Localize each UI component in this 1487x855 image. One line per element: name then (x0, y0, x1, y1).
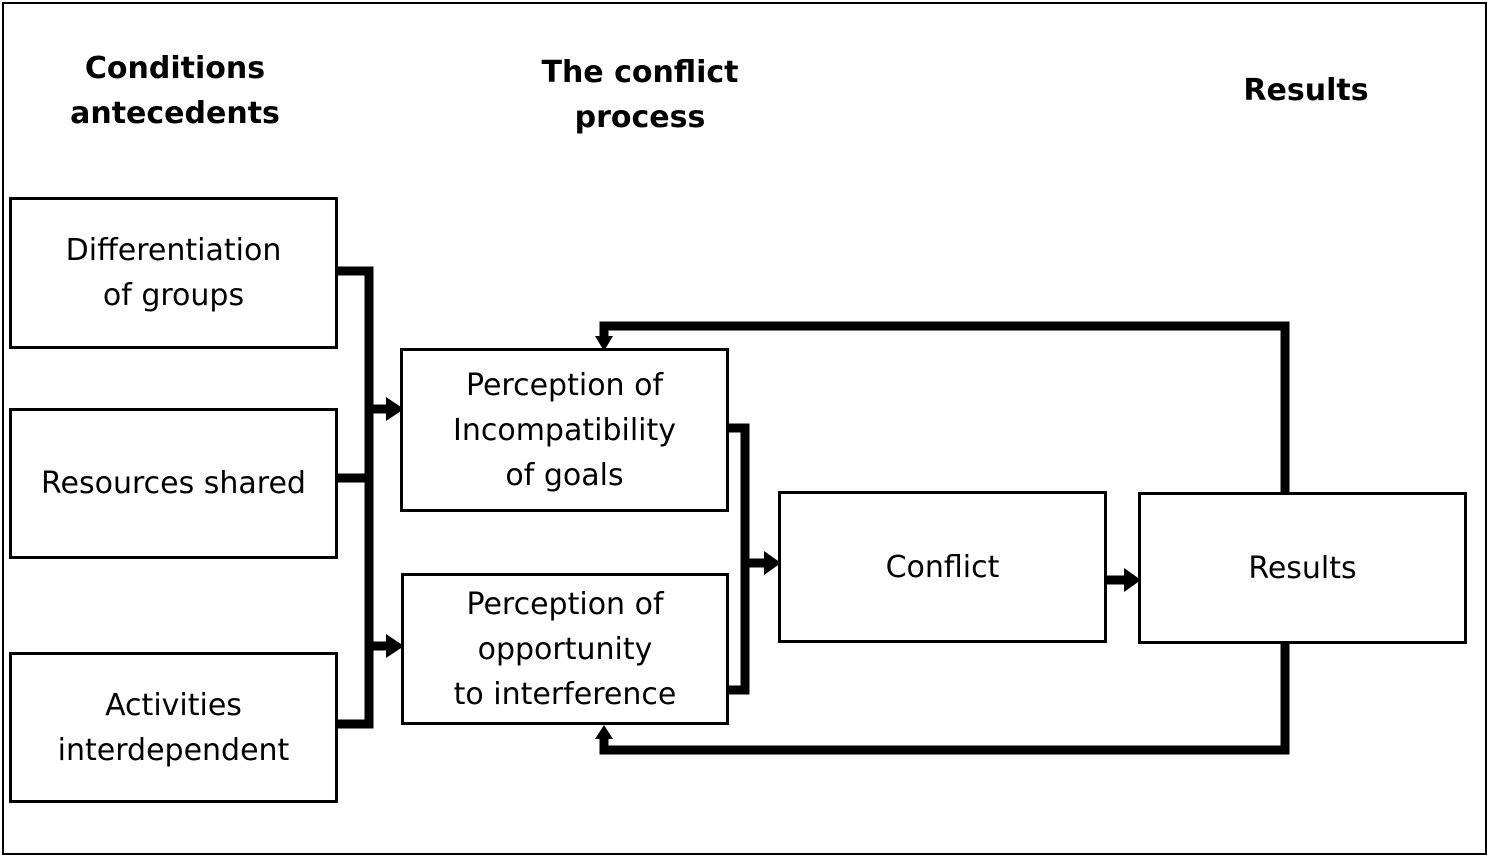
box-conflict: Conflict (778, 491, 1107, 643)
feedback-top (599, 321, 1290, 494)
arrowhead-results (1124, 568, 1141, 592)
heading-antecedents: Conditions antecedents (40, 46, 310, 136)
box-activities-line2: interdependent (57, 732, 290, 768)
box-differentiation-line2: of groups (102, 278, 245, 313)
arrowhead-conflict (764, 551, 781, 575)
connector-differentiation (336, 266, 374, 729)
box-activities-line1: Activities (105, 687, 242, 723)
box-differentiation-line1: Differentiation (65, 233, 282, 268)
box-conflict-label: Conflict (885, 549, 1000, 585)
box-perception-opportunity: Perception of opportunity to interferenc… (401, 573, 729, 725)
box-differentiation-of-groups: Differentiation of groups (9, 197, 338, 349)
box-incompatibility-line3: of goals (505, 457, 624, 493)
box-resources-label: Resources shared (41, 466, 306, 501)
box-incompatibility-line1: Perception of (465, 367, 664, 403)
heading-process-line1: The conflict (541, 55, 739, 90)
box-resources-shared: Resources shared (9, 408, 338, 559)
heading-results: Results (1206, 68, 1406, 113)
arrowhead-incompatibility (386, 397, 404, 421)
box-perception-incompatibility: Perception of Incompatibility of goals (400, 348, 729, 512)
heading-antecedents-line1: Conditions (84, 51, 266, 86)
box-opportunity-line1: Perception of (466, 586, 664, 622)
heading-process-line2: process (574, 100, 706, 135)
heading-results-label: Results (1243, 73, 1369, 108)
connector-perceptions-bus (728, 423, 750, 695)
box-opportunity-line3: to interference (453, 676, 677, 712)
arrowhead-feedback-top (595, 336, 613, 351)
heading-process: The conflict process (490, 50, 790, 140)
box-results: Results (1138, 492, 1467, 644)
box-results-label: Results (1248, 550, 1357, 586)
heading-antecedents-line2: antecedents (70, 96, 280, 131)
box-opportunity-line2: opportunity (477, 631, 653, 667)
arrowhead-feedback-bottom (595, 725, 613, 739)
box-incompatibility-line2: Incompatibility (452, 412, 677, 448)
arrowhead-opportunity (386, 634, 404, 658)
box-activities-interdependent: Activities interdependent (9, 652, 338, 803)
feedback-bottom (599, 642, 1290, 755)
